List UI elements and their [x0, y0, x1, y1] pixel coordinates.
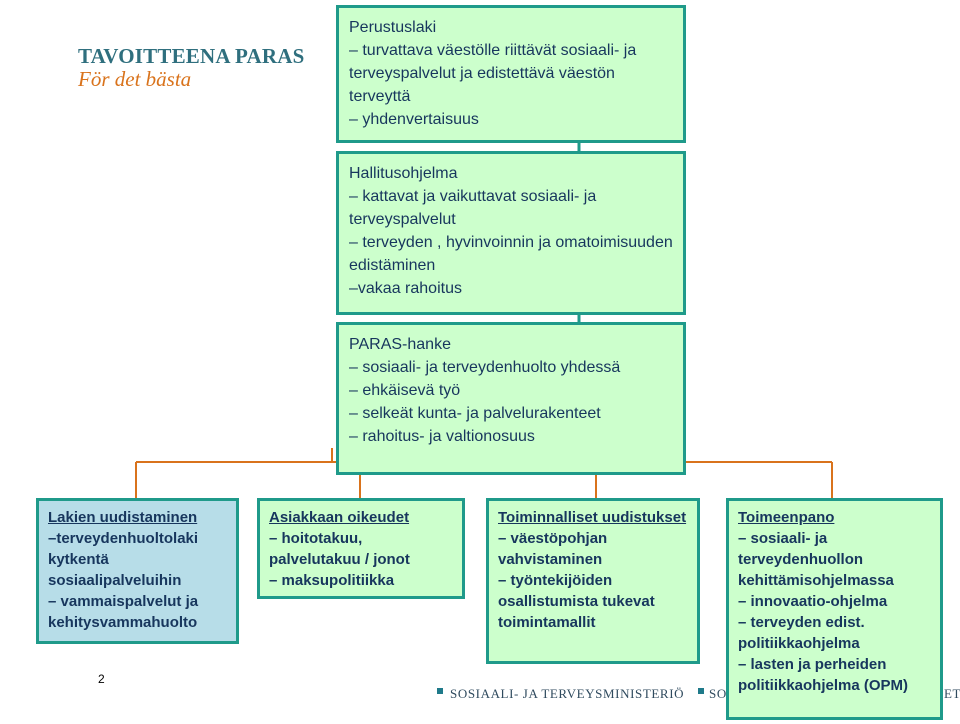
box-toimeenpano: Toimeenpano – sosiaali- ja terveydenhuol… [726, 498, 943, 720]
box-item: – työntekijöiden osallistumista tukevat … [498, 572, 655, 631]
box-title: PARAS-hanke [349, 336, 451, 353]
box-toiminnalliset-uudistukset: Toiminnalliset uudistukset – väestöpohja… [486, 498, 700, 664]
box-title: Lakien uudistaminen [48, 509, 198, 526]
ministry-name-partial: SO [709, 686, 727, 701]
square-bullet-icon [698, 688, 704, 694]
box-item: – lasten ja perheiden politiikkaohjelma … [738, 656, 909, 694]
logo: TAVOITTEENA PARAS För det bästa [78, 44, 304, 90]
box-item: – sosiaali- ja terveydenhuollon kehittäm… [738, 530, 894, 589]
box-item: – yhdenvertaisuus [349, 111, 479, 128]
page-number: 2 [98, 672, 105, 686]
box-item: – vammaispalvelut ja kehitysvammahuolto [48, 593, 199, 631]
box-perustuslaki: Perustuslaki – turvattava väestölle riit… [336, 5, 686, 143]
box-item: – väestöpohjan vahvistaminen [498, 530, 608, 568]
box-asiakkaan-oikeudet: Asiakkaan oikeudet – hoitotakuu, palvelu… [257, 498, 465, 599]
box-item: – innovaatio-ohjelma [738, 593, 888, 610]
box-title: Hallitusohjelma [349, 165, 458, 182]
box-title: Toimeenpano [738, 509, 835, 526]
box-item: – selkeät kunta- ja palvelurakenteet [349, 405, 601, 422]
box-title: Perustuslaki [349, 19, 437, 36]
box-item: –terveydenhuoltolaki kytkentä sosiaalipa… [48, 530, 199, 589]
box-item: – terveyden , hyvinvoinnin ja omatoimisu… [349, 234, 673, 274]
box-item: – ehkäisevä työ [349, 382, 461, 399]
logo-subtitle: För det bästa [78, 67, 192, 91]
box-paras-hanke: PARAS-hanke – sosiaali- ja terveydenhuol… [336, 322, 686, 475]
box-item: – kattavat ja vaikuttavat sosiaali- ja t… [349, 188, 597, 228]
logo-title: TAVOITTEENA PARAS [78, 44, 305, 68]
box-item: – turvattava väestölle riittävät sosiaal… [349, 42, 637, 105]
box-title: Toiminnalliset uudistukset [498, 509, 687, 526]
box-item: – sosiaali- ja terveydenhuolto yhdessä [349, 359, 621, 376]
box-item: – rahoitus- ja valtionosuus [349, 428, 535, 445]
ministry-name: SOSIAALI- JA TERVEYSMINISTERIÖ [450, 686, 685, 701]
box-hallitusohjelma: Hallitusohjelma – kattavat ja vaikuttava… [336, 151, 686, 315]
box-title: Asiakkaan oikeudet [269, 509, 410, 526]
square-bullet-icon [437, 688, 443, 694]
ministry-name-partial-right: ET [944, 686, 960, 701]
box-item: –vakaa rahoitus [349, 280, 462, 297]
box-lakien-uudistaminen: Lakien uudistaminen –terveydenhuoltolaki… [36, 498, 239, 644]
box-item: – terveyden edist. politiikkaohjelma [738, 614, 865, 652]
box-item: – hoitotakuu, palvelutakuu / jonot [269, 530, 410, 568]
box-item: – maksupolitiikka [269, 572, 395, 589]
